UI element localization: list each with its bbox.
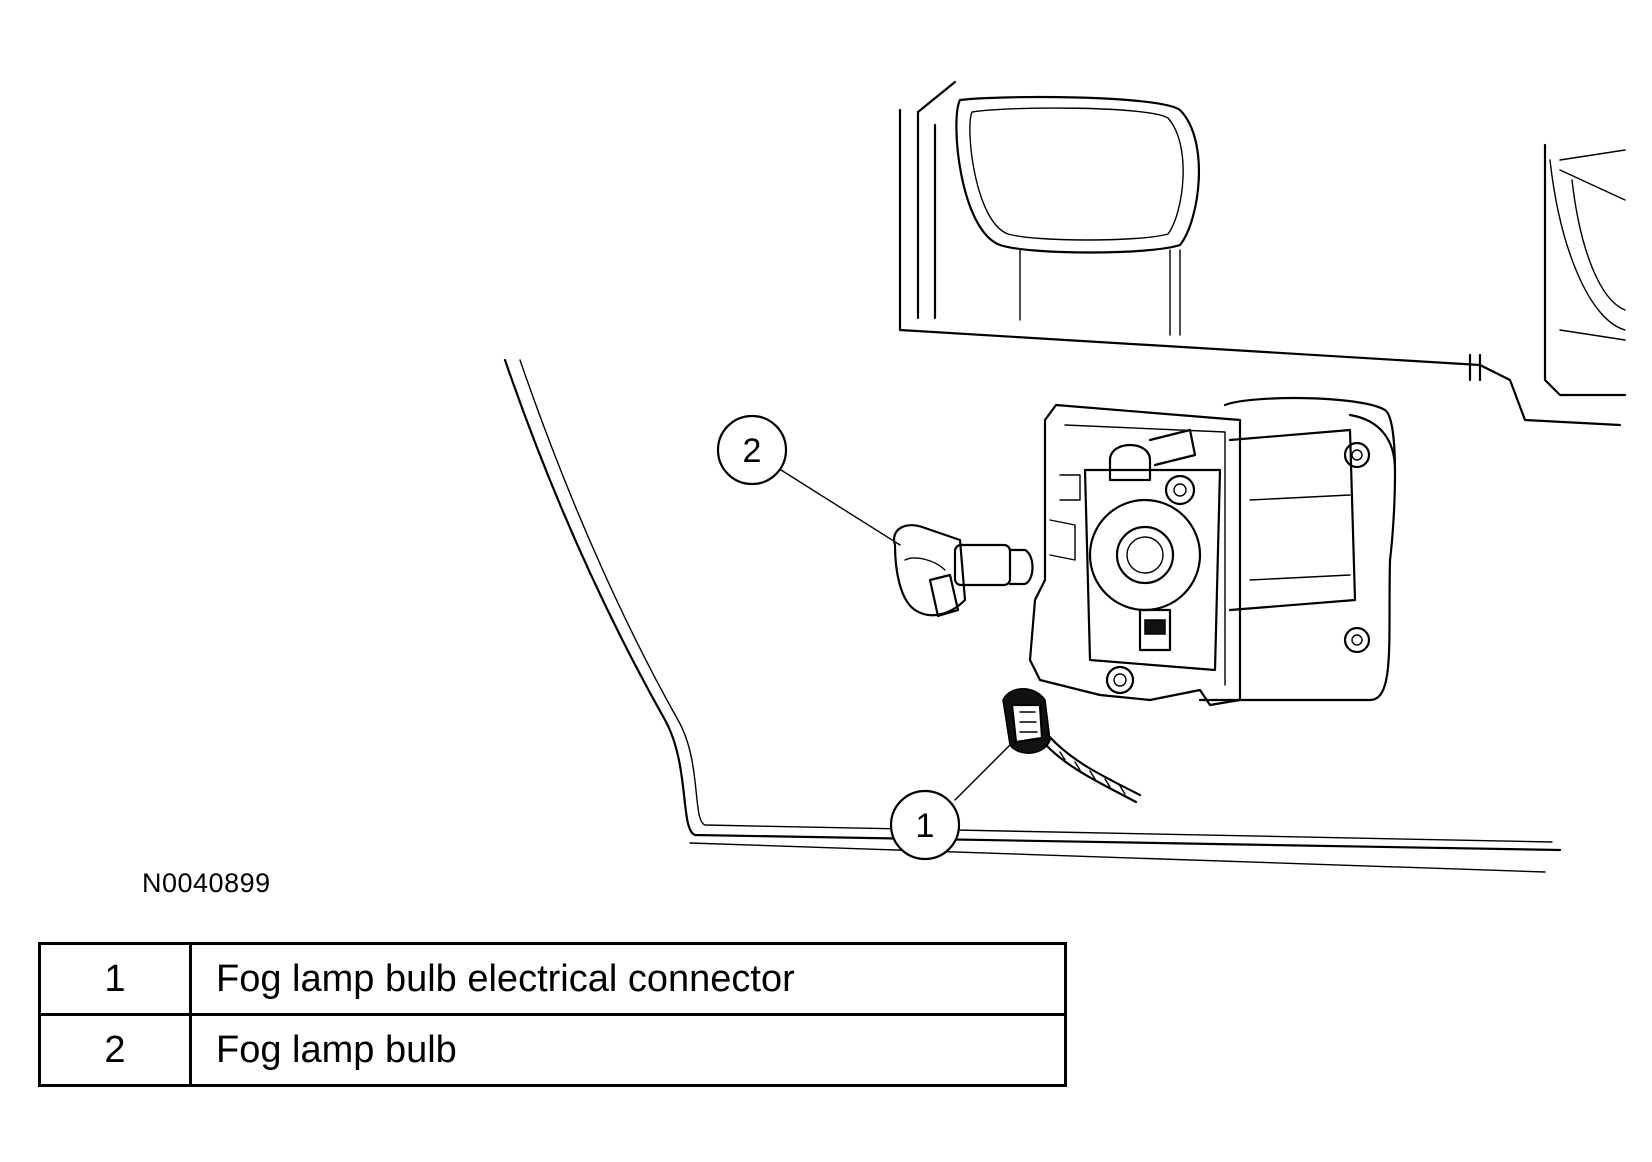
callout-2-circle [716,414,788,486]
legend-number: 1 [38,942,192,1016]
figure-id: N0040899 [142,868,271,898]
electrical-connector-part [1002,688,1142,804]
fog-lamp-bulb-part [892,524,1034,618]
fog-lamp-illustration: 2 1 [503,80,1627,873]
fog-lamp-housing [1028,396,1397,707]
callout-2: 2 [716,414,901,546]
bumper-bracket [898,80,1627,427]
legend-row: 2 Fog lamp bulb [38,1013,1067,1087]
callout-2-number: 2 [743,432,762,470]
legend-description: Fog lamp bulb [189,1013,1067,1087]
bumper-fascia [503,358,1562,873]
parts-legend-table: 1 Fog lamp bulb electrical connector 2 F… [38,942,1067,1087]
callout-1: 1 [889,744,1011,861]
legend-row: 1 Fog lamp bulb electrical connector [38,942,1067,1016]
legend-number: 2 [38,1013,192,1087]
callout-1-number: 1 [916,807,935,845]
legend-description: Fog lamp bulb electrical connector [189,942,1067,1016]
callout-1-circle [889,789,961,861]
